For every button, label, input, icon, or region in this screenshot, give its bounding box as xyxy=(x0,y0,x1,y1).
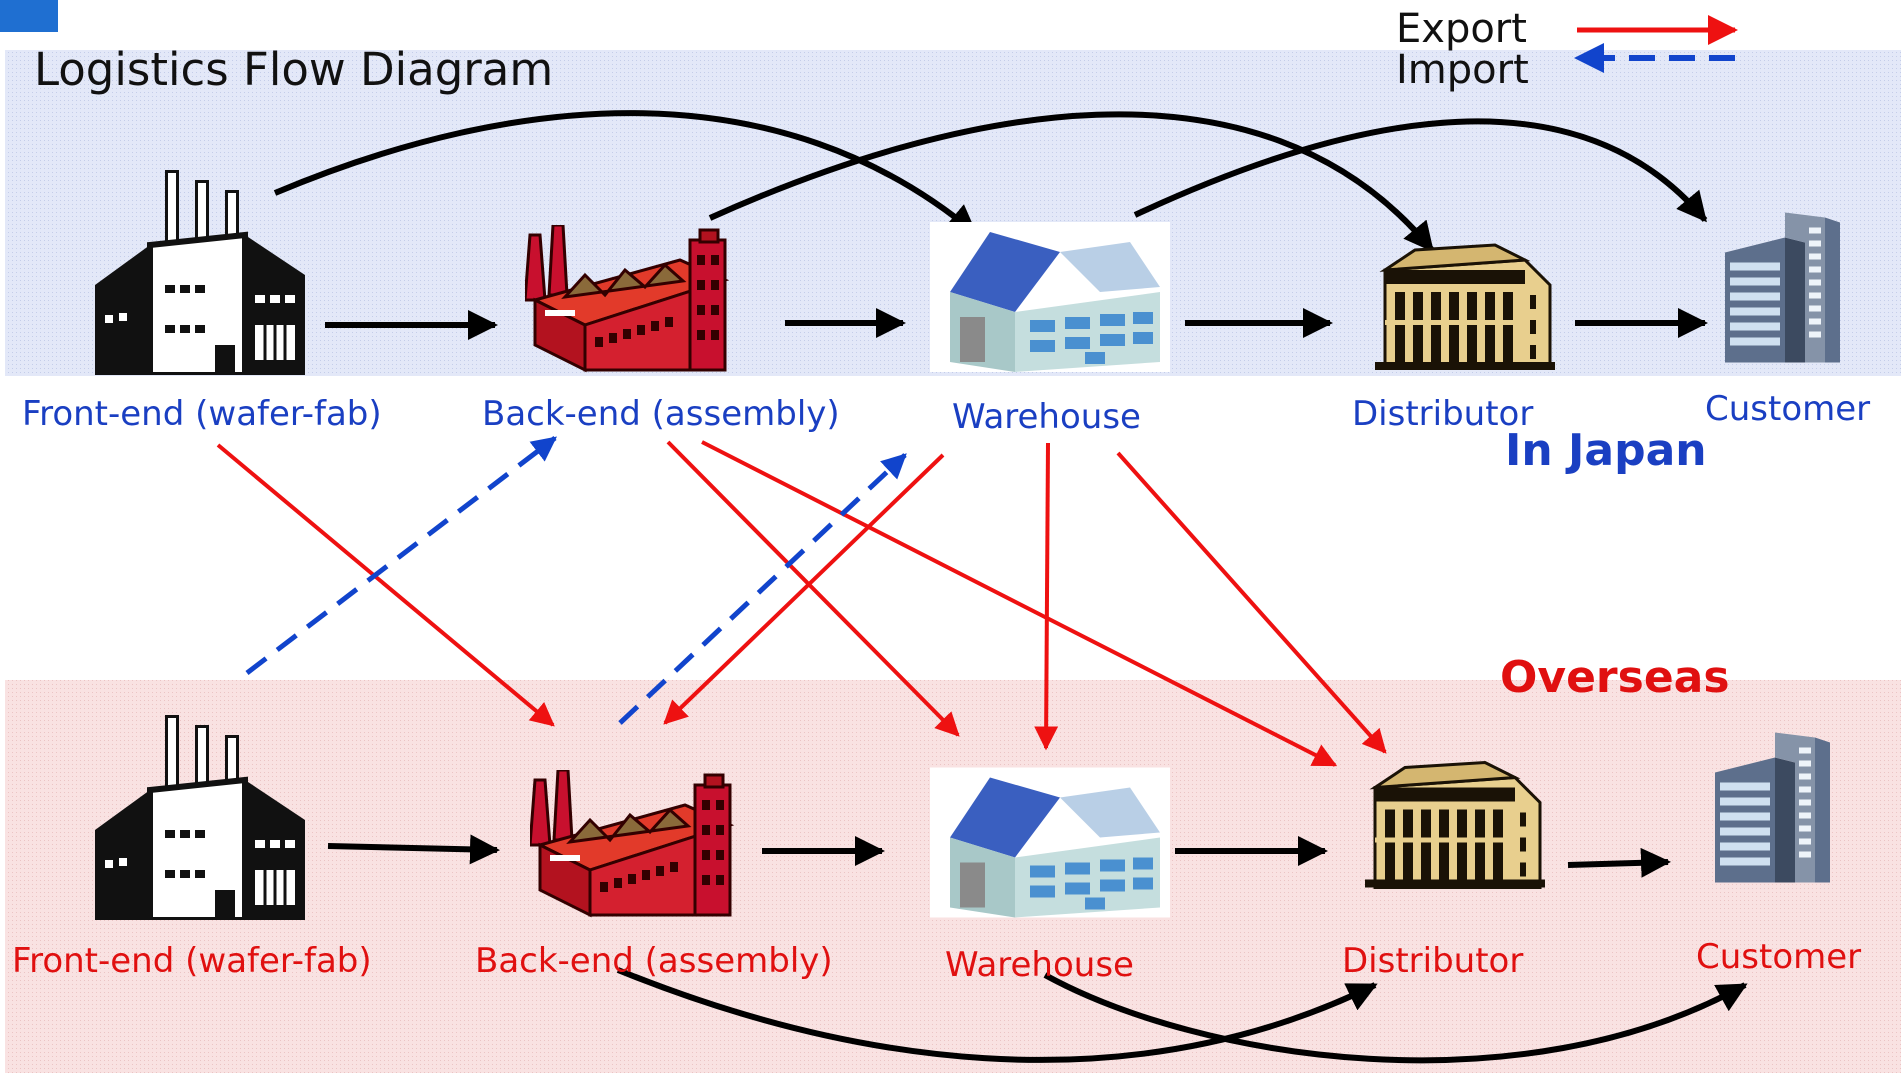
overseas-warehouse-label: Warehouse xyxy=(945,945,1134,985)
domestic-flow-arrow-overseas-warehouse-to-overseas-customer xyxy=(1043,972,1748,1064)
overseas-backend-label: Back-end (assembly) xyxy=(475,941,833,981)
export-flow-arrow-japan-warehouse-to-overseas-backend xyxy=(663,453,945,725)
domestic-flow-arrow-japan-backend-to-japan-distributor xyxy=(708,111,1435,253)
domestic-flow-arrow-overseas-distributor-to-overseas-customer xyxy=(1567,847,1671,878)
japan-frontend-label: Front-end (wafer-fab) xyxy=(22,394,382,434)
export-flow-arrow-japan-frontend-to-overseas-backend xyxy=(216,443,555,727)
overseas-warehouse-icon xyxy=(930,767,1170,918)
overseas-region-label: Overseas xyxy=(1500,652,1730,703)
japan-backend-label: Back-end (assembly) xyxy=(482,394,840,434)
legend-import-label: Import xyxy=(1396,47,1529,93)
japan-distributor-building-icon xyxy=(1375,243,1555,370)
flows xyxy=(216,110,1748,1064)
export-flow-arrow-japan-backend-to-overseas-distributor xyxy=(701,440,1338,767)
domestic-flow-arrow-overseas-frontend-to-overseas-backend xyxy=(327,834,500,865)
domestic-flow-arrow-japan-frontend-to-japan-warehouse xyxy=(273,110,978,236)
overseas-frontend-label: Front-end (wafer-fab) xyxy=(12,941,372,981)
overseas-distributor-label: Distributor xyxy=(1342,941,1523,981)
overseas-distributor-building-icon xyxy=(1365,760,1545,890)
export-flow-arrow-japan-warehouse-to-overseas-warehouse xyxy=(1034,442,1059,751)
japan-customer-label: Customer xyxy=(1705,389,1870,429)
accent-square xyxy=(0,0,58,32)
japan-distributor-label: Distributor xyxy=(1352,394,1533,434)
domestic-flow-arrow-japan-warehouse-to-japan-customer xyxy=(1133,118,1708,223)
domestic-flow-arrow-overseas-backend-to-overseas-distributor xyxy=(616,967,1378,1063)
legend-export-label: Export xyxy=(1396,6,1527,52)
japan-warehouse-label: Warehouse xyxy=(952,397,1141,437)
export-flow-arrow-japan-backend-to-overseas-warehouse xyxy=(666,440,960,737)
export-flow-arrow-japan-warehouse-to-overseas-distributor xyxy=(1116,451,1387,754)
japan-warehouse-icon xyxy=(930,222,1170,372)
import-flow-arrow-overseas-backend-to-japan-warehouse xyxy=(618,453,907,725)
overseas-customer-label: Customer xyxy=(1696,937,1861,977)
legend: Export Import xyxy=(1396,6,1738,93)
japan-region-label: In Japan xyxy=(1505,425,1707,476)
page-title: Logistics Flow Diagram xyxy=(34,43,553,96)
import-flow-arrow-overseas-frontend-to-japan-backend xyxy=(245,436,557,675)
